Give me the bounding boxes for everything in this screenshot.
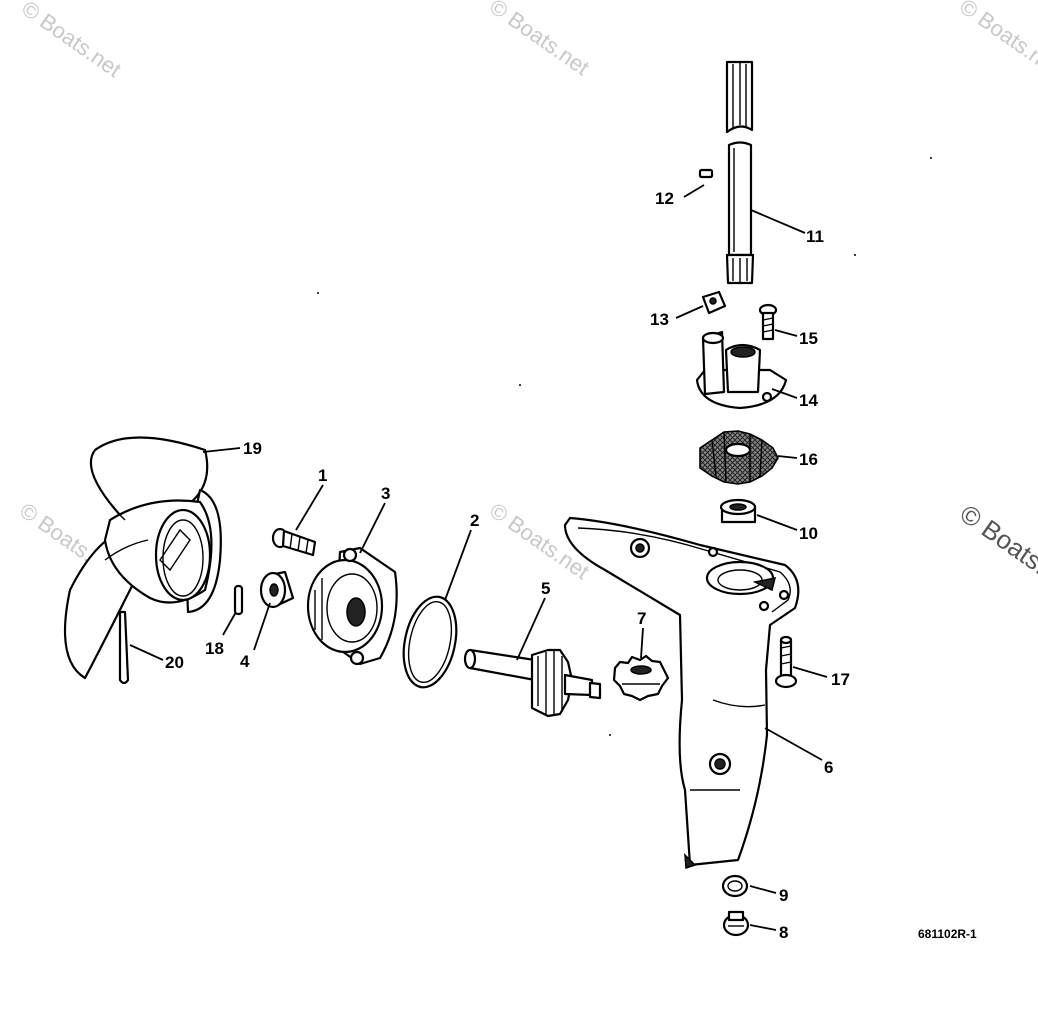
part-1-screw <box>271 527 317 557</box>
callout-8: 8 <box>779 923 788 942</box>
diagram-reference-code: 681102R-1 <box>918 927 977 941</box>
watermark-top-center: © Boats.net <box>485 0 594 80</box>
callout-9: 9 <box>779 886 788 905</box>
watermark-top-right: © Boats.net <box>955 0 1038 80</box>
callout-20: 20 <box>165 653 184 672</box>
leader-lines <box>129 184 828 931</box>
part-19-propeller <box>63 436 222 680</box>
callout-labels: 1 2 3 4 5 6 7 8 9 10 11 12 13 14 15 16 1… <box>165 189 850 942</box>
callout-18: 18 <box>205 639 224 658</box>
callout-14: 14 <box>799 391 818 410</box>
part-4-spacer <box>259 570 295 609</box>
callout-1: 1 <box>318 466 327 485</box>
callout-10: 10 <box>799 524 818 543</box>
callout-5: 5 <box>541 579 550 598</box>
part-7-pinion-gear <box>612 654 670 702</box>
scan-specks <box>317 157 932 736</box>
part-20-cotter-pin <box>118 610 130 685</box>
watermark-top-left: © Boats.net <box>17 0 126 82</box>
part-10-bushing <box>719 498 757 524</box>
callout-12: 12 <box>655 189 674 208</box>
part-13-sleeve <box>701 290 727 315</box>
part-11-driveshaft <box>725 60 755 285</box>
callout-16: 16 <box>799 450 818 469</box>
callout-3: 3 <box>381 484 390 503</box>
callout-4: 4 <box>240 652 250 671</box>
callout-19: 19 <box>243 439 262 458</box>
part-15-screw <box>758 303 778 341</box>
part-5-propeller-shaft-gear <box>463 648 602 718</box>
part-3-bearing-housing <box>306 546 398 666</box>
part-8-plug-screw <box>722 910 750 937</box>
part-16-impeller <box>699 430 779 485</box>
callout-7: 7 <box>637 609 646 628</box>
part-12-key <box>698 168 714 179</box>
part-2-o-ring <box>402 595 458 689</box>
part-6-gearcase <box>563 516 800 870</box>
callout-11: 11 <box>806 227 824 246</box>
callout-17: 17 <box>831 670 850 689</box>
part-18-pin <box>233 584 244 616</box>
callout-15: 15 <box>799 329 818 348</box>
callout-6: 6 <box>824 758 833 777</box>
callout-13: 13 <box>650 310 669 329</box>
part-17-bolt <box>774 635 798 689</box>
callout-2: 2 <box>470 511 479 530</box>
watermark-mid-right: © Boats.net <box>955 498 1038 601</box>
part-9-washer <box>721 874 749 898</box>
part-14-pump-housing <box>695 330 788 410</box>
